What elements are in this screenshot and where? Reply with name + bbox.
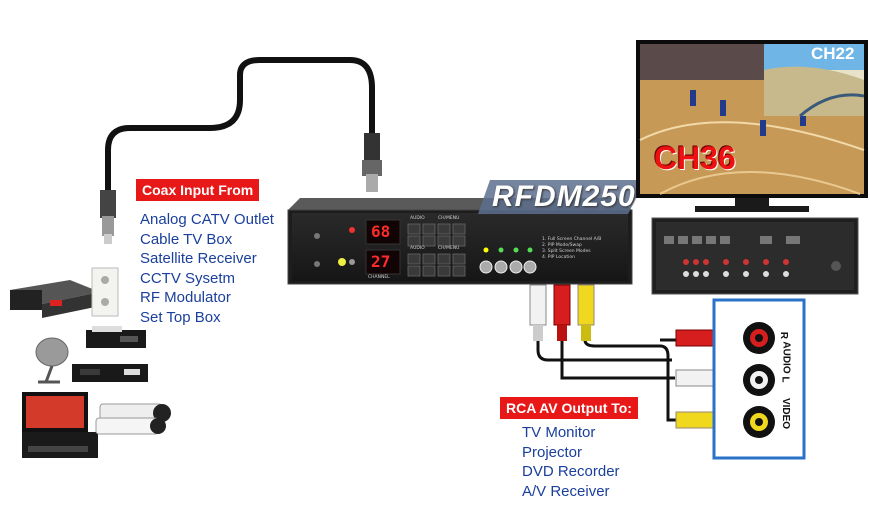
list-item: Analog CATV Outlet	[140, 211, 274, 228]
jack-label-l: L	[779, 376, 791, 383]
coax-sources-list: Analog CATV Outlet Cable TV Box Satellit…	[140, 210, 274, 327]
coax-connector-left	[100, 190, 116, 244]
rca-output-title: RCA AV Output To:	[500, 397, 638, 419]
panel-mode-item: 1. Full Screen Channel A/B	[542, 237, 602, 242]
list-item: CCTV Sysetm	[140, 269, 236, 287]
satellite-receiver-box	[10, 280, 100, 318]
list-item: RF Modulator	[140, 289, 231, 306]
tv-main-channel: CH36	[654, 140, 736, 176]
list-item: TV Monitor	[522, 424, 596, 441]
model-banner	[478, 180, 645, 214]
channel-display-bottom: 27	[371, 252, 391, 271]
panel-mode-item: 4. PIP Location	[542, 255, 575, 260]
device-model-label: RFDM250	[492, 180, 636, 213]
coax-input-title: Coax Input From	[136, 179, 260, 201]
satellite-dish	[35, 337, 69, 384]
panel-label-audio-top: AUDIO	[410, 216, 425, 221]
monitor-and-recorder	[22, 392, 98, 458]
rca-targets-list: TV Monitor Projector DVD Recorder A/V Re…	[522, 423, 620, 501]
jack-label-audio: AUDIO	[780, 341, 792, 374]
tv-monitor	[636, 40, 868, 212]
list-item: Satellite Receiver	[140, 250, 257, 267]
jack-label-video: VIDEO	[780, 397, 792, 430]
panel-label-channel: CHANNEL	[368, 275, 390, 280]
dvr-box-bottom	[72, 364, 148, 382]
panel-modes: 1. Full Screen Channel A/B 2. PIP Mode/S…	[542, 237, 601, 261]
rca-cables	[529, 284, 730, 429]
rca-jack-panel	[712, 298, 806, 460]
av-receiver	[651, 217, 859, 295]
list-item: Set Top Box	[140, 308, 221, 326]
channel-display-top: 68	[371, 222, 391, 241]
panel-mode-item: 3. Split Screen Modes	[542, 249, 591, 254]
coax-cable	[105, 57, 375, 202]
list-item: Cable TV Box	[140, 230, 233, 248]
list-item: DVD Recorder	[522, 463, 620, 480]
wall-outlet	[91, 267, 119, 317]
panel-label-chmenu-top: CH/MENU	[438, 216, 460, 221]
panel-label-audio-bottom: AUDIO	[410, 246, 425, 251]
tv-pip-channel: CH22	[811, 44, 855, 63]
coax-connector-right	[362, 133, 382, 192]
list-item: A/V Receiver	[522, 482, 610, 500]
jack-label-r: R	[778, 331, 790, 340]
dvr-box-top	[86, 326, 146, 348]
cctv-cameras	[95, 403, 171, 435]
panel-label-chmenu-bottom: CH/MENU	[438, 246, 460, 251]
list-item: Projector	[522, 443, 583, 461]
modulator-device	[287, 198, 633, 285]
panel-mode-item: 2. PIP Mode/Swap	[542, 243, 582, 248]
